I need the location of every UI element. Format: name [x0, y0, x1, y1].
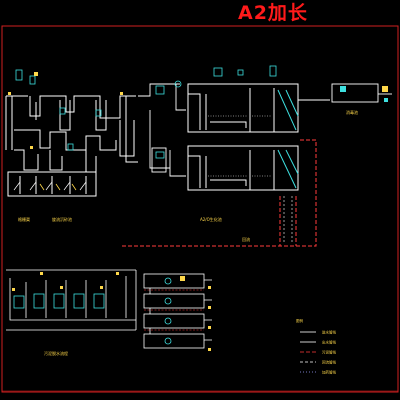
sludge-pump-marks [180, 276, 211, 351]
left-equipment-marks [15, 69, 102, 151]
label-outlet: 消毒池 [346, 109, 358, 115]
drawing-title: A2加长 [238, 2, 308, 24]
label-bio-tank: A2/O生化池 [200, 216, 222, 222]
legend-label: 进水管线 [322, 330, 336, 335]
legend-label: 加药管线 [322, 370, 336, 375]
legend-heading: 图例 [296, 318, 304, 323]
sludge-pump-stack [143, 273, 212, 349]
return-pipes [120, 139, 317, 247]
mid-equipment [155, 80, 182, 159]
bio-aerators [208, 115, 272, 177]
legend-label: 污泥管线 [322, 350, 336, 355]
label-screen-channel: 格栅渠 [18, 216, 30, 222]
label-grit-chamber: 旋流沉砂池 [52, 216, 72, 222]
drawing-frame [1, 25, 399, 393]
return-pipe-white [283, 196, 293, 244]
bio-tanks [187, 83, 299, 191]
sludge-vessels [13, 293, 105, 309]
legend-label: 出水管线 [322, 340, 336, 345]
bio-cyan-diagonals [277, 89, 299, 189]
sludge-pump-red-lines [144, 289, 204, 331]
bio-top-marks [213, 65, 277, 77]
outlet-equipment [340, 86, 388, 102]
left-yellow-marks [8, 72, 123, 149]
screen-channel-complex [5, 95, 138, 197]
label-sludge-section: 污泥脱水流程 [44, 350, 68, 356]
label-return: 回流 [242, 236, 250, 242]
sludge-pump-equipment [164, 277, 172, 345]
mid-flow-lines [138, 83, 186, 177]
outlet-train [298, 83, 392, 103]
legend-label: 回流管线 [322, 360, 336, 365]
screen-bars [39, 183, 77, 191]
sludge-yellow-marks [12, 272, 119, 291]
sludge-flow-lines [6, 269, 137, 331]
